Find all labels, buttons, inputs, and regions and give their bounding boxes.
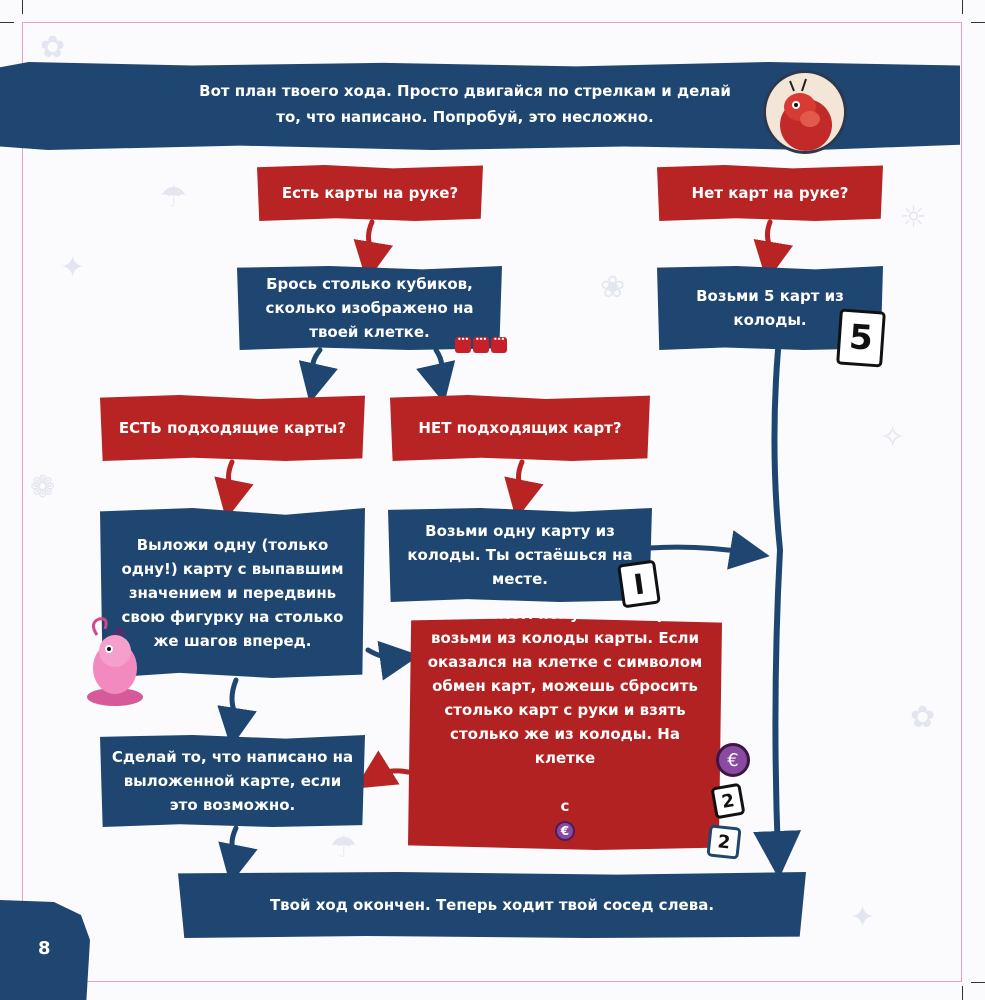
background-doodle-icon: ☼: [900, 200, 927, 235]
card-draw-two-icon: 2: [710, 782, 746, 820]
cell-effects-get-token: получи один жетон: [479, 845, 651, 863]
background-doodle-icon: ✧: [880, 420, 906, 455]
cell-effects-step: Если оказался на клетке с символом получ…: [408, 618, 722, 850]
take-five-cards-step: Возьми 5 карт из колоды.: [657, 266, 883, 350]
page-corner-tab: [0, 900, 90, 1000]
crop-mark: [0, 22, 14, 23]
cell-effects-token-line: с € получи один жетон €.: [479, 770, 651, 863]
crop-mark: [962, 0, 963, 14]
die-icon: [473, 335, 489, 353]
header-instructions: Вот план твоего хода. Просто двигайся по…: [199, 82, 731, 126]
background-doodle-icon: ✿: [910, 700, 936, 735]
background-doodle-icon: ❁: [30, 470, 56, 505]
background-doodle-icon: ✦: [60, 250, 86, 285]
background-doodle-icon: ☂: [330, 830, 357, 865]
crop-mark: [971, 22, 985, 23]
background-doodle-icon: ✦: [850, 900, 876, 935]
coin-token-icon: €: [554, 820, 575, 841]
do-card-action-step: Сделай то, что написано на выложенной ка…: [100, 735, 365, 827]
no-cards-question: Нет карт на руке?: [657, 165, 883, 221]
cell-effects-text: Если оказался на клетке с символом получ…: [427, 581, 703, 767]
die-icon: [491, 335, 507, 353]
play-one-card-step: Выложи одну (только одну!) карту с выпав…: [100, 508, 365, 678]
card-swap-two-icon: 2: [706, 824, 742, 860]
background-doodle-icon: ✿: [40, 30, 66, 65]
crop-mark: [22, 0, 23, 14]
background-doodle-icon: ❀: [600, 270, 626, 305]
crop-mark: [971, 982, 985, 983]
character-avatar: [763, 70, 847, 154]
background-doodle-icon: ☂: [160, 180, 187, 215]
card-one-icon: I: [617, 559, 661, 609]
no-matching-cards-question: НЕТ подходящих карт?: [390, 395, 650, 461]
dice-group: [455, 335, 515, 359]
crop-mark: [962, 986, 963, 1000]
pink-monster-figure-icon: [87, 617, 143, 706]
die-icon: [455, 335, 471, 353]
card-five-icon: 5: [836, 308, 886, 368]
page-number: 8: [38, 938, 51, 959]
has-matching-cards-question: ЕСТЬ подходящие карты?: [100, 395, 365, 461]
draw-one-card-step: Возьми одну карту из колоды. Ты остаёшьс…: [388, 508, 652, 602]
turn-over-step: Твой ход окончен. Теперь ходит твой сосе…: [178, 872, 806, 938]
has-cards-question: Есть карты на руке?: [257, 165, 483, 221]
coin-token-large-icon: €: [716, 743, 750, 777]
cell-effects-c: с: [560, 797, 570, 815]
red-monster-icon: [780, 78, 832, 151]
